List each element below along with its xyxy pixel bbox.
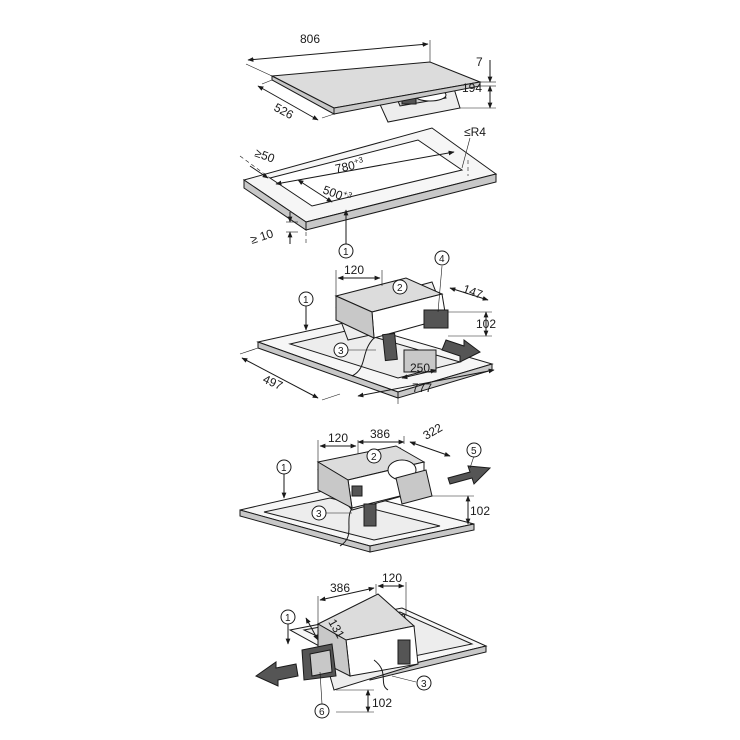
dim-ge50: ≥50 — [253, 146, 277, 166]
dim-806: 806 — [300, 32, 320, 46]
callout-3 — [333, 342, 349, 358]
dim-386-b: 386 — [330, 581, 350, 595]
dim-780: 780+3 — [334, 155, 366, 176]
callout-1 — [338, 243, 354, 259]
callout-1 — [280, 609, 296, 625]
svg-text:5: 5 — [471, 446, 477, 457]
dim-500: 500+3 — [321, 182, 354, 206]
dim-526: 526 — [272, 100, 297, 122]
dim-120-c: 120 — [382, 571, 402, 585]
dim-777: 777 — [412, 381, 432, 395]
dim-102-a: 102 — [476, 317, 496, 331]
dim-194: 194 — [462, 81, 482, 95]
dim-322: 322 — [421, 420, 446, 442]
svg-text:2: 2 — [397, 283, 403, 294]
dim-r4: ≤R4 — [464, 125, 486, 139]
dim-386-a: 386 — [370, 427, 390, 441]
svg-text:2: 2 — [371, 452, 377, 463]
svg-text:1: 1 — [285, 613, 291, 624]
svg-text:1: 1 — [281, 463, 287, 474]
svg-text:1: 1 — [303, 295, 309, 306]
svg-text:1: 1 — [343, 247, 349, 258]
callout-3 — [416, 675, 432, 691]
svg-text:3: 3 — [421, 679, 427, 690]
svg-text:3: 3 — [316, 509, 322, 520]
dim-120-a: 120 — [344, 263, 364, 277]
callout-4 — [434, 250, 450, 266]
dim-7: 7 — [476, 55, 483, 69]
dim-147: 147 — [461, 282, 485, 302]
callout-1 — [298, 291, 314, 307]
installation-figure-rear: 120 147 102 250 777 497 1 2 3 4 — [239, 250, 496, 404]
dim-102-c: 102 — [372, 696, 392, 710]
callout-1 — [276, 459, 292, 475]
installation-figure-side: 120 386 322 102 1 2 3 5 — [239, 420, 492, 553]
dim-ge10: ≥ 10 — [249, 226, 276, 247]
svg-text:3: 3 — [338, 346, 344, 357]
hob-dimension-figure: 806 526 7 194 — [245, 32, 496, 123]
svg-text:4: 4 — [439, 254, 445, 265]
callout-6 — [314, 703, 330, 719]
dim-250: 250 — [410, 361, 430, 375]
callout-2 — [392, 279, 408, 295]
callout-2 — [366, 448, 382, 464]
cutout-figure: 780+3 500+3 ≥50 ≤R4 ≥ 10 1 — [239, 125, 498, 259]
dim-102-b: 102 — [470, 504, 490, 518]
dim-497: 497 — [261, 372, 285, 393]
svg-text:6: 6 — [319, 707, 325, 718]
dim-120-b: 120 — [328, 431, 348, 445]
callout-3 — [311, 505, 327, 521]
installation-figure-front: 386 120 131 102 1 3 6 — [254, 571, 488, 719]
callout-5 — [466, 442, 482, 458]
